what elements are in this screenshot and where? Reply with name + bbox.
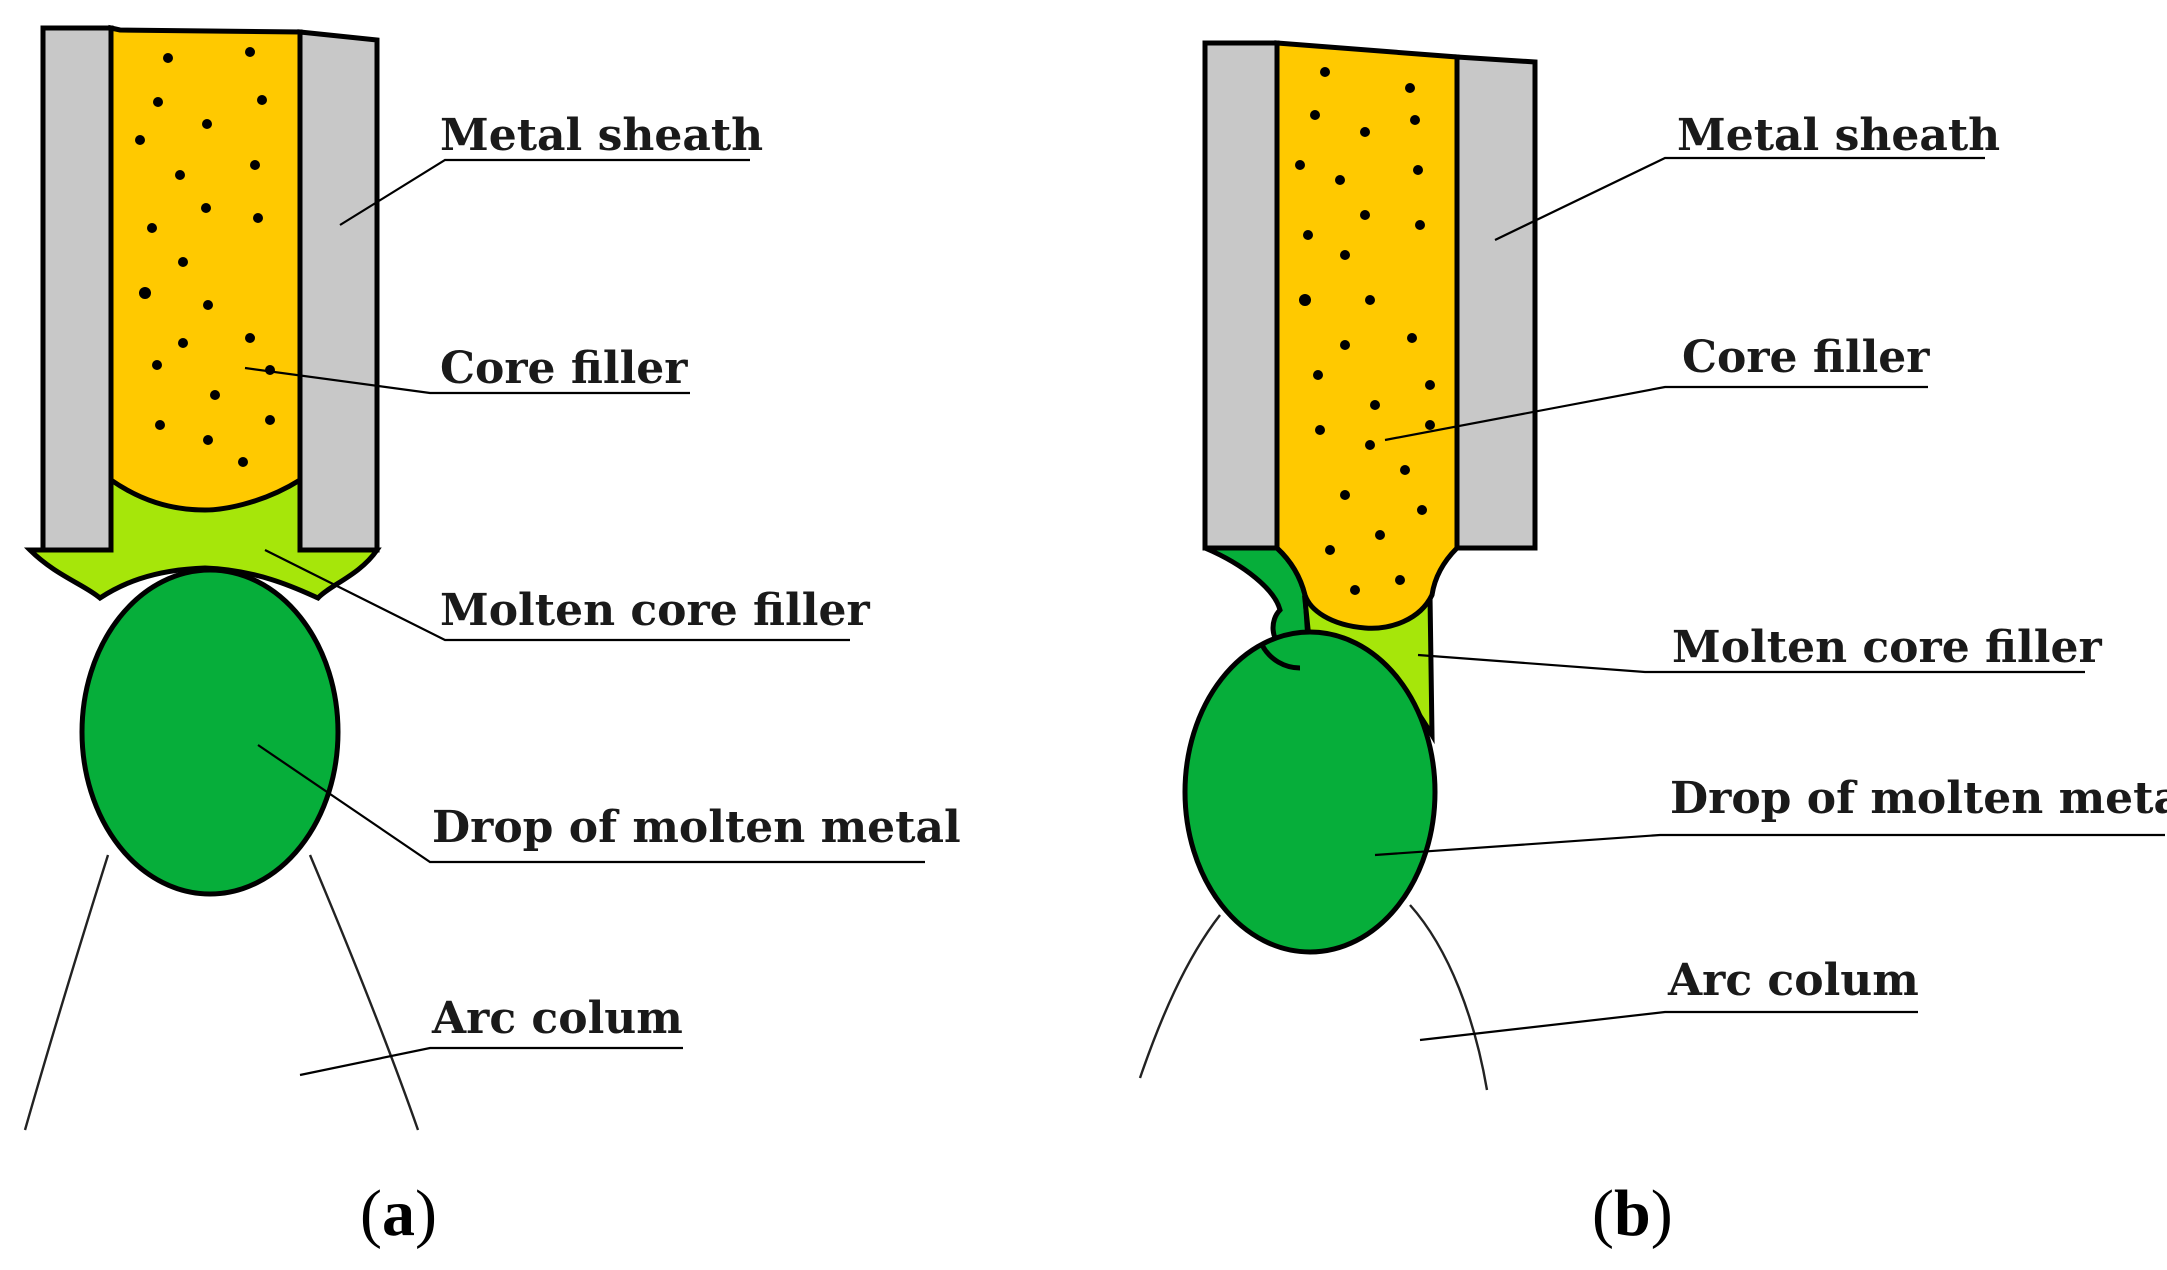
metal-sheath-left-a [40,25,114,553]
drop-molten-metal-a [79,567,341,897]
label-arc-b: Arc colum [1667,955,1919,1006]
leader-core-filler-a [244,366,690,395]
arc-column-right-a [308,854,420,1131]
caption-a: (a) [360,1177,437,1250]
label-core-filler-b: Core filler [1682,332,1930,383]
leader-arc-a [299,1046,683,1077]
leader-arc-b [1419,1010,1918,1042]
label-metal-sheath-b: Metal sheath [1677,110,2000,161]
core-particles-a [135,47,275,467]
arc-column-left-b [1138,914,1221,1079]
arc-column-left-a [23,854,110,1131]
label-arc-a: Arc colum [431,993,683,1044]
core-filler-a [108,24,303,513]
drop-neck-b [1259,643,1301,671]
arc-column-right-b [1409,904,1489,1091]
drop-molten-metal-b [1182,629,1438,955]
leader-drop-b [1374,833,2165,857]
metal-sheath-right-a [297,29,380,553]
leader-metal-sheath-a [339,158,750,226]
leader-drop-a [257,744,925,864]
label-metal-sheath-a: Metal sheath [440,110,763,161]
leader-core-filler-b [1384,385,1928,442]
leader-molten-core-a [264,549,850,642]
leader-molten-core-b [1417,653,2085,674]
label-drop-b: Drop of molten metal [1670,773,2167,824]
caption-b: (b) [1592,1177,1673,1250]
label-core-filler-a: Core filler [440,343,688,394]
label-molten-core-filler-a: Molten core filler [440,585,870,636]
panel-a: Metal sheath Core filler Molten core fil… [23,24,961,1250]
label-drop-a: Drop of molten metal [432,802,961,853]
panel-b: Metal sheath Core filler Molten core fil… [1138,40,2167,1250]
label-molten-core-filler-b: Molten core filler [1672,622,2102,673]
core-filler-b [1274,40,1460,631]
metal-sheath-right-b [1454,54,1538,551]
metal-sheath-left-b [1202,40,1280,551]
leader-metal-sheath-b [1494,156,1985,241]
core-particles-b [1295,67,1435,595]
